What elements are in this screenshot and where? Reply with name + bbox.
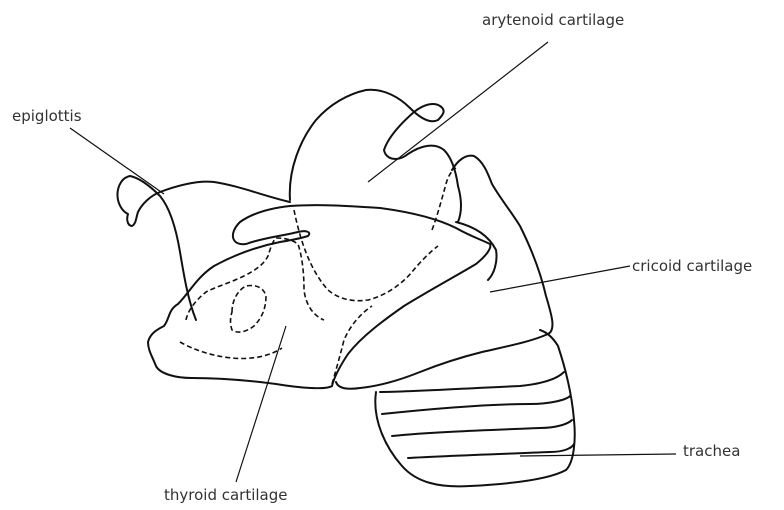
leader-thyroid <box>236 326 286 482</box>
arytenoid-outline <box>290 90 461 222</box>
thyroid-outline <box>148 205 490 388</box>
label-thyroid-cartilage: thyroid cartilage <box>164 488 288 503</box>
label-arytenoid-cartilage: arytenoid cartilage <box>482 13 624 28</box>
label-trachea: trachea <box>683 444 740 459</box>
hidden-outline-thyroid-inner <box>186 238 324 320</box>
label-epiglottis: epiglottis <box>12 109 82 124</box>
leader-cricoid <box>490 266 630 292</box>
hidden-outline-lower <box>180 342 282 359</box>
leader-trachea <box>520 454 676 456</box>
hidden-outline-arytenoid <box>294 210 438 301</box>
hidden-outline-left-loop <box>231 285 267 332</box>
label-cricoid-cartilage: cricoid cartilage <box>632 259 752 274</box>
trachea-ring-3 <box>392 420 572 436</box>
epiglottis-outline <box>118 176 291 320</box>
trachea-ring-1 <box>380 372 564 392</box>
leader-epiglottis <box>70 128 164 194</box>
trachea-ring-2 <box>382 396 570 414</box>
